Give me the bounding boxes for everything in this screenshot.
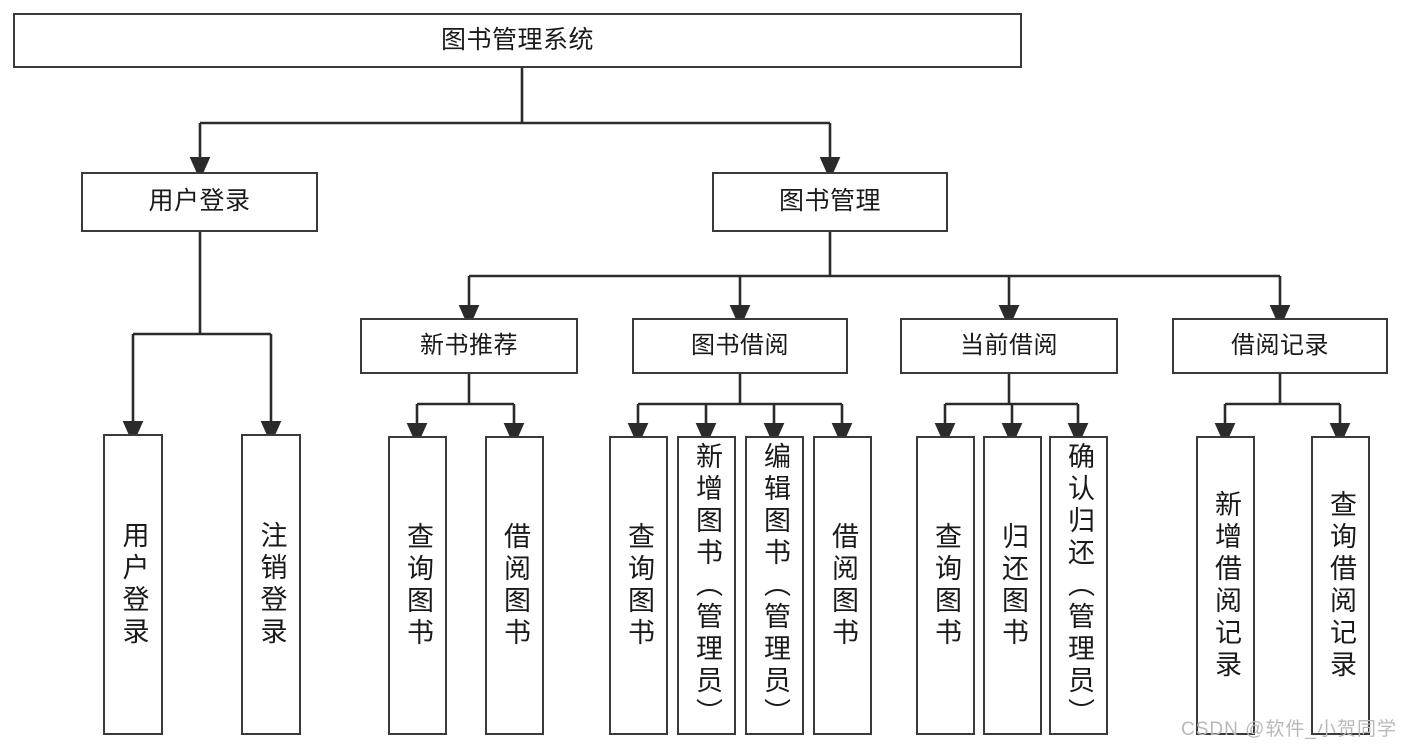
- leaf-current-borrow-confirm[interactable]: 确认归还（管理员）: [1049, 436, 1108, 735]
- node-label: 归还图书: [998, 521, 1028, 650]
- node-current-borrow[interactable]: 当前借阅: [900, 318, 1118, 374]
- node-label: 用户登录: [118, 520, 149, 649]
- leaf-user-login-logout[interactable]: 注销登录: [241, 434, 301, 735]
- leaf-user-login-login[interactable]: 用户登录: [103, 434, 163, 735]
- leaf-book-borrow-borrow[interactable]: 借阅图书: [813, 436, 872, 735]
- node-label: 图书管理: [778, 187, 881, 216]
- node-label: 确认归还（管理员）: [1064, 441, 1094, 730]
- node-label: 图书管理系统: [440, 25, 594, 54]
- node-root-system[interactable]: 图书管理系统: [13, 13, 1022, 68]
- node-borrow-record[interactable]: 借阅记录: [1172, 318, 1388, 374]
- node-label: 借阅图书: [500, 521, 530, 650]
- leaf-book-borrow-query[interactable]: 查询图书: [609, 436, 668, 735]
- node-book-management[interactable]: 图书管理: [712, 172, 948, 232]
- node-label: 借阅图书: [828, 521, 858, 650]
- leaf-book-borrow-add[interactable]: 新增图书（管理员）: [677, 436, 736, 735]
- leaf-borrow-record-query[interactable]: 查询借阅记录: [1311, 436, 1370, 735]
- leaf-current-borrow-query[interactable]: 查询图书: [916, 436, 975, 735]
- leaf-book-borrow-edit[interactable]: 编辑图书（管理员）: [745, 436, 804, 735]
- node-label: 借阅记录: [1231, 331, 1329, 359]
- node-label: 查询图书: [931, 521, 961, 650]
- node-new-book-recommend[interactable]: 新书推荐: [360, 318, 578, 374]
- node-label: 查询借阅记录: [1326, 489, 1356, 682]
- node-label: 新增图书（管理员）: [692, 441, 722, 730]
- leaf-current-borrow-return[interactable]: 归还图书: [983, 436, 1042, 735]
- node-book-borrow[interactable]: 图书借阅: [632, 318, 848, 374]
- leaf-new-book-query[interactable]: 查询图书: [388, 436, 447, 735]
- node-label: 图书借阅: [691, 331, 789, 359]
- node-label: 新增借阅记录: [1211, 489, 1241, 682]
- leaf-borrow-record-add[interactable]: 新增借阅记录: [1196, 436, 1255, 735]
- node-label: 查询图书: [403, 521, 433, 650]
- node-label: 注销登录: [256, 520, 287, 649]
- node-label: 新书推荐: [420, 331, 518, 359]
- watermark-text: CSDN @软件_小贺同学: [1181, 719, 1397, 740]
- leaf-new-book-borrow[interactable]: 借阅图书: [485, 436, 544, 735]
- node-label: 用户登录: [148, 187, 251, 216]
- node-label: 查询图书: [624, 521, 654, 650]
- node-label: 编辑图书（管理员）: [760, 441, 790, 730]
- node-label: 当前借阅: [960, 331, 1058, 359]
- node-user-login[interactable]: 用户登录: [81, 172, 318, 232]
